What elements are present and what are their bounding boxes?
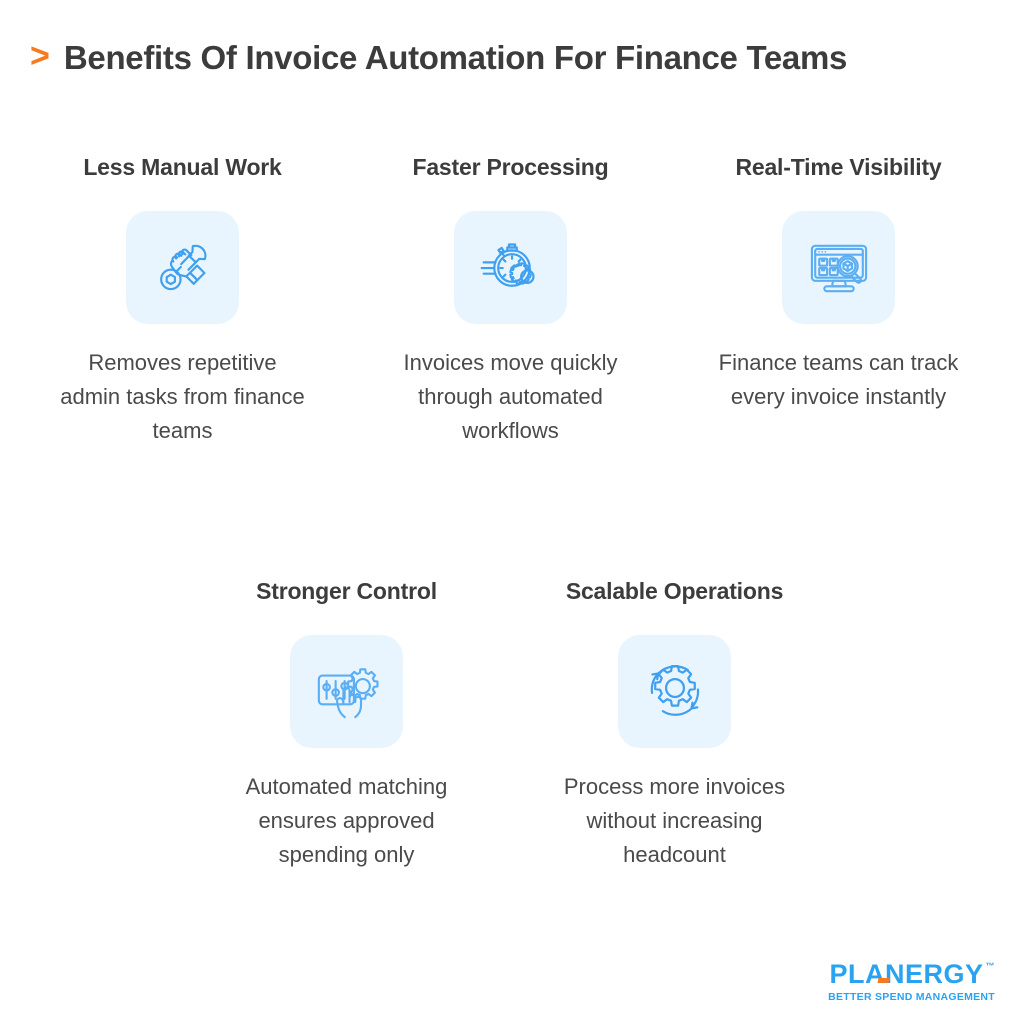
logo-accent-bar <box>877 977 890 983</box>
gear-cycle-arrows-icon <box>618 634 731 748</box>
card-body: Finance teams can track every invoice in… <box>718 349 959 409</box>
card-stronger-control: Stronger Control <box>211 574 483 872</box>
card-scalable-operations: Scalable Operations Process more invoice… <box>539 574 811 872</box>
planergy-logo: PLANERGY ™ BETTER SPEND MANAGEMENT <box>828 958 995 1003</box>
card-body: Process more invoices without increasing… <box>563 773 786 867</box>
chevron-right-icon: > <box>30 37 50 76</box>
card-heading: Scalable Operations <box>565 578 784 604</box>
page-title: > Benefits Of Invoice Automation For Fin… <box>30 37 848 76</box>
hand-holding-wrench-icon <box>126 210 239 324</box>
logo-wordmark: PLANERGY ™ <box>829 958 995 989</box>
card-heading: Stronger Control <box>256 578 437 604</box>
cards-row-2: Stronger Control <box>0 574 1021 872</box>
card-body: Invoices move quickly through automated … <box>403 349 618 443</box>
card-real-time-visibility: Real-Time Visibility <box>703 150 975 448</box>
card-heading: Faster Processing <box>412 154 609 180</box>
cards-row-1: Less Manual Work <box>0 150 1021 448</box>
card-faster-processing: Faster Processing <box>375 150 647 448</box>
sliders-gear-hand-icon <box>290 634 403 748</box>
card-body: Removes repetitive admin tasks from fina… <box>60 349 305 443</box>
card-body: Automated matching ensures approved spen… <box>245 773 448 867</box>
page-title-text: Benefits Of Invoice Automation For Finan… <box>63 39 848 76</box>
card-less-manual-work: Less Manual Work <box>47 150 319 448</box>
card-heading: Real-Time Visibility <box>735 154 942 180</box>
logo-tagline: BETTER SPEND MANAGEMENT <box>828 990 995 1003</box>
monitor-magnifier-icon <box>782 210 895 324</box>
logo-trademark: ™ <box>985 960 995 971</box>
logo-wordmark-text: PLANERGY <box>829 958 984 989</box>
card-heading: Less Manual Work <box>83 154 282 180</box>
stopwatch-gear-icon <box>454 210 567 324</box>
